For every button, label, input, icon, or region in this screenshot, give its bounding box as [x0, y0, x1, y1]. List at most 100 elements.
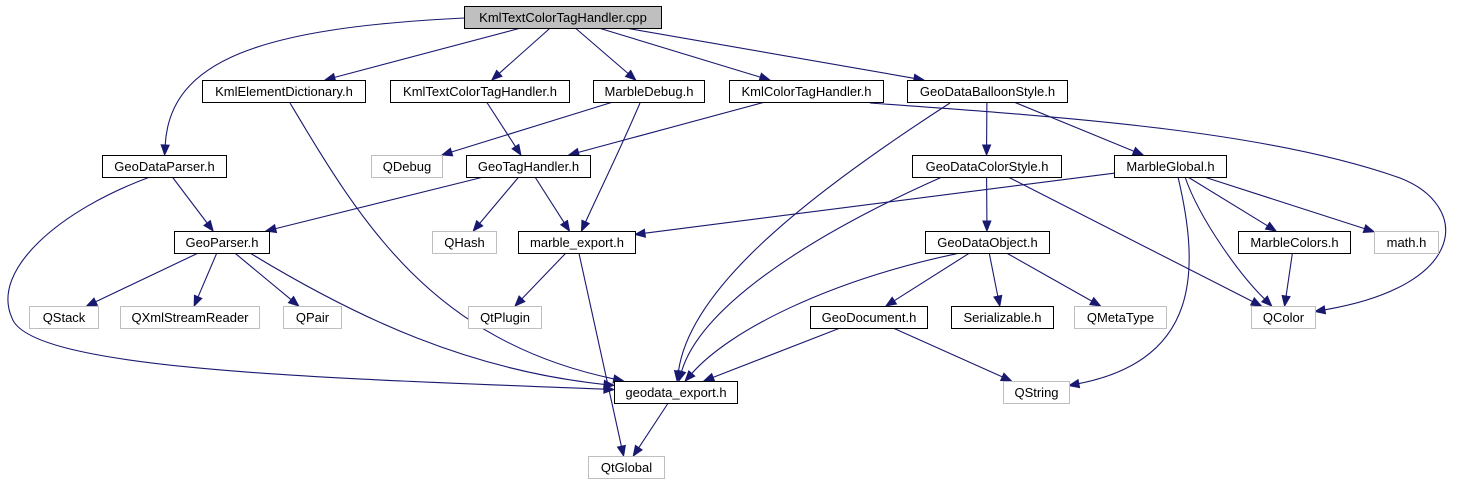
- edge-geodocument-to-qstring: [892, 327, 1013, 382]
- node-geodataobject[interactable]: GeoDataObject.h: [925, 231, 1050, 254]
- node-geodataparser[interactable]: GeoDataParser.h: [102, 155, 227, 178]
- node-geotaghandler[interactable]: GeoTagHandler.h: [466, 155, 591, 178]
- node-box: [283, 306, 342, 329]
- node-label: marble_export.h: [530, 235, 624, 250]
- node-box: [951, 306, 1054, 329]
- edge-root-to-kmltextcolortaghandler_h: [490, 27, 551, 81]
- edge-geodata_export-to-qtglobal: [632, 402, 669, 458]
- node-serializable[interactable]: Serializable.h: [951, 306, 1054, 329]
- node-label: MarbleColors.h: [1250, 235, 1338, 250]
- node-kmlcolortaghandler[interactable]: KmlColorTagHandler.h: [729, 80, 884, 103]
- node-label: GeoDocument.h: [822, 310, 917, 325]
- node-box: [1114, 155, 1227, 178]
- node-box: [202, 80, 366, 103]
- node-label: MarbleDebug.h: [605, 84, 694, 99]
- node-label: QtGlobal: [601, 460, 652, 475]
- edge-geodataparser-to-geoparser: [171, 176, 214, 233]
- node-geodocument[interactable]: GeoDocument.h: [810, 306, 928, 329]
- node-label: math.h: [1387, 235, 1427, 250]
- node-qpair: QPair: [283, 306, 342, 329]
- node-qstack: QStack: [29, 306, 99, 329]
- node-geodata_export[interactable]: geodata_export.h: [614, 381, 738, 404]
- node-qxmlstreamreader: QXmlStreamReader: [120, 306, 260, 329]
- node-label: QStack: [43, 310, 86, 325]
- node-box: [102, 155, 227, 178]
- edge-geodataobject-to-serializable: [988, 252, 1003, 308]
- edge-root-to-kmlelementdictionary: [323, 27, 522, 82]
- edge-marble_export-to-qtplugin: [514, 252, 567, 307]
- node-box: [466, 155, 591, 178]
- edge-geotaghandler-to-qhash: [472, 176, 520, 233]
- node-box: [1074, 306, 1167, 329]
- node-label: KmlElementDictionary.h: [215, 84, 353, 99]
- node-box: [593, 80, 705, 103]
- node-label: GeoParser.h: [186, 235, 259, 250]
- node-box: [912, 155, 1062, 178]
- edge-geodatacolorstyle-to-qcolor: [1007, 176, 1263, 307]
- node-label: KmlTextColorTagHandler.cpp: [479, 10, 647, 25]
- node-label: geodata_export.h: [625, 385, 726, 400]
- node-qhash: QHash: [432, 231, 497, 254]
- edge-marbledebug-to-marble_export: [580, 102, 641, 233]
- edge-geoparser-to-qstack: [85, 252, 199, 307]
- edge-geodataparser-to-geodata_export: [7, 176, 616, 394]
- edge-kmlcolortaghandler-to-geotaghandler: [567, 101, 766, 157]
- node-label: KmlColorTagHandler.h: [741, 84, 871, 99]
- edge-geodataobject-to-geodata_export: [684, 252, 961, 383]
- node-geodataballoonstyle[interactable]: GeoDataBalloonStyle.h: [907, 80, 1068, 103]
- node-qdebug: QDebug: [371, 155, 443, 178]
- edge-root-to-geodataparser: [160, 17, 465, 157]
- edge-geodataobject-to-geodocument: [884, 252, 970, 307]
- node-qmetatype: QMetaType: [1074, 306, 1167, 329]
- node-box: [588, 456, 665, 479]
- node-box: [810, 306, 928, 329]
- edge-marbleglobal-to-marble_export: [633, 172, 1115, 238]
- node-qcolor: QColor: [1251, 306, 1316, 329]
- node-box: [29, 306, 99, 329]
- graph-nodes: KmlTextColorTagHandler.cppGeoDataParser.…: [29, 6, 1439, 479]
- edge-root-to-geodataballoonstyle: [625, 27, 926, 83]
- node-qtglobal: QtGlobal: [588, 456, 665, 479]
- node-qstring: QString: [1003, 381, 1070, 404]
- node-box: [174, 231, 270, 254]
- node-box: [1238, 231, 1351, 254]
- edge-kmltextcolortaghandler_h-to-geotaghandler: [486, 101, 522, 157]
- node-marble_export[interactable]: marble_export.h: [518, 231, 636, 254]
- node-marblecolors[interactable]: MarbleColors.h: [1238, 231, 1351, 254]
- node-label: GeoDataColorStyle.h: [926, 159, 1049, 174]
- node-box: [464, 6, 662, 29]
- edge-marble_export-to-qtglobal: [578, 252, 626, 458]
- edge-marbleglobal-to-qstring: [1067, 176, 1190, 389]
- node-box: [907, 80, 1068, 103]
- node-box: [468, 306, 542, 329]
- edge-marbleglobal-to-qcolor: [1184, 176, 1273, 307]
- edge-marbleglobal-to-marblecolors: [1187, 176, 1278, 232]
- node-marbledebug[interactable]: MarbleDebug.h: [593, 80, 705, 103]
- edge-geotaghandler-to-marble_export: [534, 176, 571, 233]
- node-label: GeoDataBalloonStyle.h: [920, 84, 1055, 99]
- node-label: QMetaType: [1087, 310, 1154, 325]
- node-marbleglobal[interactable]: MarbleGlobal.h: [1114, 155, 1227, 178]
- node-root[interactable]: KmlTextColorTagHandler.cpp: [464, 6, 662, 29]
- node-box: [518, 231, 636, 254]
- node-geodatacolorstyle[interactable]: GeoDataColorStyle.h: [912, 155, 1062, 178]
- node-box: [614, 381, 738, 404]
- node-box: [1374, 231, 1439, 254]
- node-label: GeoDataParser.h: [114, 159, 214, 174]
- node-geoparser[interactable]: GeoParser.h: [174, 231, 270, 254]
- edge-root-to-kmlcolortaghandler: [598, 27, 772, 82]
- node-kmlelementdictionary[interactable]: KmlElementDictionary.h: [202, 80, 366, 103]
- node-kmltextcolortaghandler_h[interactable]: KmlTextColorTagHandler.h: [390, 80, 570, 103]
- edge-kmlcolortaghandler-to-qcolor: [869, 102, 1447, 315]
- edge-marbledebug-to-qdebug: [440, 101, 614, 157]
- edge-geodatacolorstyle-to-geodataobject: [982, 176, 992, 233]
- node-box: [120, 306, 260, 329]
- edge-geotaghandler-to-geoparser: [264, 176, 484, 234]
- edge-root-to-marbledebug: [574, 27, 637, 81]
- node-label: MarbleGlobal.h: [1126, 159, 1214, 174]
- node-box: [371, 155, 443, 178]
- node-label: KmlTextColorTagHandler.h: [403, 84, 557, 99]
- edge-geodocument-to-geodata_export: [702, 327, 841, 382]
- node-label: QString: [1014, 385, 1058, 400]
